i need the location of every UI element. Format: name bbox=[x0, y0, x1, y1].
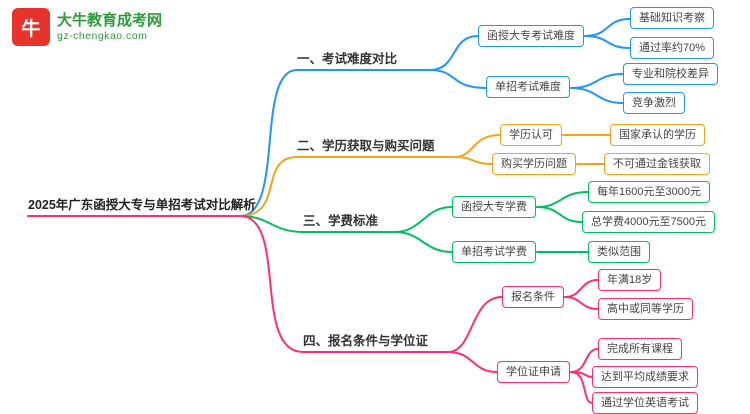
connector-branch1 bbox=[239, 69, 431, 217]
node-hanshou-tuition[interactable]: 函授大专学费 bbox=[452, 196, 536, 218]
node-state-recognized[interactable]: 国家承认的学历 bbox=[610, 124, 705, 146]
connector bbox=[584, 35, 631, 49]
node-finish-courses[interactable]: 完成所有课程 bbox=[598, 338, 682, 360]
branch-diploma-issues[interactable]: 二、学历获取与购买问题 bbox=[297, 139, 435, 153]
connector bbox=[570, 87, 624, 104]
node-major-school-difference[interactable]: 专业和院校差异 bbox=[623, 63, 718, 85]
node-similar-range[interactable]: 类似范围 bbox=[588, 241, 650, 263]
node-degree-english-exam[interactable]: 通过学位英语考试 bbox=[592, 392, 698, 414]
connector bbox=[394, 231, 453, 253]
node-age-18[interactable]: 年满18岁 bbox=[598, 269, 662, 291]
node-highschool-equivalent[interactable]: 高中或同等学历 bbox=[598, 298, 693, 320]
node-basic-knowledge[interactable]: 基础知识考察 bbox=[630, 7, 714, 29]
node-fierce-competition[interactable]: 竞争激烈 bbox=[623, 92, 685, 114]
node-signup-conditions[interactable]: 报名条件 bbox=[502, 286, 564, 308]
node-hanshou-exam-difficulty[interactable]: 函授大专考试难度 bbox=[478, 25, 584, 47]
connector bbox=[429, 69, 487, 89]
connector bbox=[564, 296, 599, 310]
node-diploma-recognized[interactable]: 学历认可 bbox=[500, 124, 562, 146]
node-pass-rate[interactable]: 通过率约70% bbox=[630, 37, 715, 59]
connector bbox=[447, 296, 503, 353]
node-cannot-buy[interactable]: 不可通过金钱获取 bbox=[604, 153, 710, 175]
branch-exam-difficulty[interactable]: 一、考试难度对比 bbox=[297, 52, 398, 66]
connector-branch2 bbox=[239, 156, 456, 217]
site-url: gz-chengkao.com bbox=[57, 29, 148, 42]
connector-branch4 bbox=[239, 215, 449, 353]
node-buy-diploma[interactable]: 购买学历问题 bbox=[492, 153, 576, 175]
node-danzhao-tuition[interactable]: 单招考试学费 bbox=[452, 241, 536, 263]
node-danzhao-exam-difficulty[interactable]: 单招考试难度 bbox=[486, 76, 570, 98]
connector bbox=[536, 191, 589, 208]
node-average-grade[interactable]: 达到平均成绩要求 bbox=[592, 366, 698, 388]
connector-branch3 bbox=[239, 215, 396, 233]
logo-text: 大牛教育成考网 gz-chengkao.com bbox=[57, 12, 162, 43]
connector bbox=[429, 35, 479, 71]
connector bbox=[447, 351, 498, 373]
connector bbox=[564, 279, 599, 298]
connector bbox=[536, 206, 583, 223]
branch-requirements-degree[interactable]: 四、报名条件与学位证 bbox=[303, 334, 429, 348]
connector bbox=[570, 73, 624, 89]
connector bbox=[454, 156, 493, 165]
site-name: 大牛教育成考网 bbox=[57, 11, 163, 29]
connector bbox=[570, 371, 593, 404]
connector bbox=[394, 206, 453, 233]
node-degree-application[interactable]: 学位证申请 bbox=[497, 361, 570, 383]
site-logo[interactable]: 牛 大牛教育成考网 gz-chengkao.com bbox=[12, 8, 162, 46]
logo-bull-icon: 牛 bbox=[12, 8, 50, 46]
branch-tuition[interactable]: 三、学费标准 bbox=[303, 214, 379, 228]
logo-glyph: 牛 bbox=[21, 18, 41, 40]
node-yearly-tuition[interactable]: 每年1600元至3000元 bbox=[588, 181, 710, 203]
connector bbox=[584, 18, 631, 37]
central-topic[interactable]: 2025年广东函授大专与单招考试对比解析 bbox=[28, 198, 256, 212]
node-total-tuition[interactable]: 总学费4000元至7500元 bbox=[582, 211, 715, 233]
